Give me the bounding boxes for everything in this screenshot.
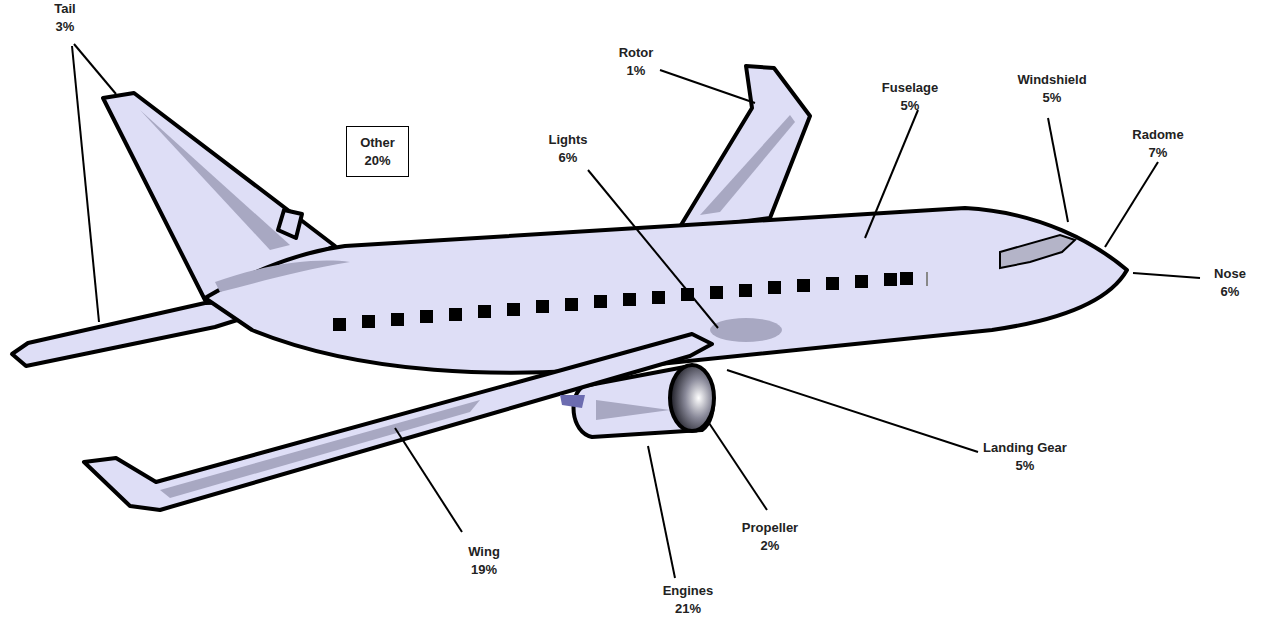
wing-shade bbox=[160, 400, 480, 498]
category-box: Other 20% bbox=[346, 126, 409, 177]
near-wing bbox=[84, 334, 712, 510]
dorsal-fin bbox=[278, 210, 302, 238]
part-callout: Tail 3% bbox=[45, 0, 85, 36]
cockpit-window bbox=[1000, 235, 1075, 268]
far-wing bbox=[678, 66, 810, 230]
tail-shade bbox=[140, 110, 290, 250]
door-mark bbox=[926, 272, 928, 286]
horizontal-stabilizer bbox=[12, 302, 250, 366]
part-callout: Fuselage 5% bbox=[879, 79, 941, 115]
leader-line bbox=[72, 44, 1200, 578]
part-callout: Landing Gear 5% bbox=[978, 439, 1072, 475]
part-callout: Radome 7% bbox=[1130, 126, 1186, 162]
category-label: Other 20% bbox=[354, 134, 402, 170]
part-callout: Engines 21% bbox=[658, 582, 718, 617]
belly-light bbox=[710, 318, 782, 342]
engine-pylon bbox=[560, 395, 585, 408]
engine-shade bbox=[596, 400, 670, 420]
wing-shade bbox=[700, 115, 795, 215]
part-callout: Nose 6% bbox=[1208, 265, 1253, 301]
tail-shade bbox=[215, 261, 350, 292]
part-callout: Rotor 1% bbox=[614, 44, 659, 80]
part-callout: Wing 19% bbox=[461, 543, 507, 579]
part-callout: Lights 6% bbox=[543, 131, 593, 167]
part-callout: Windshield 5% bbox=[1014, 71, 1090, 107]
window-row bbox=[333, 272, 913, 331]
part-callout: Propeller 2% bbox=[737, 519, 803, 555]
